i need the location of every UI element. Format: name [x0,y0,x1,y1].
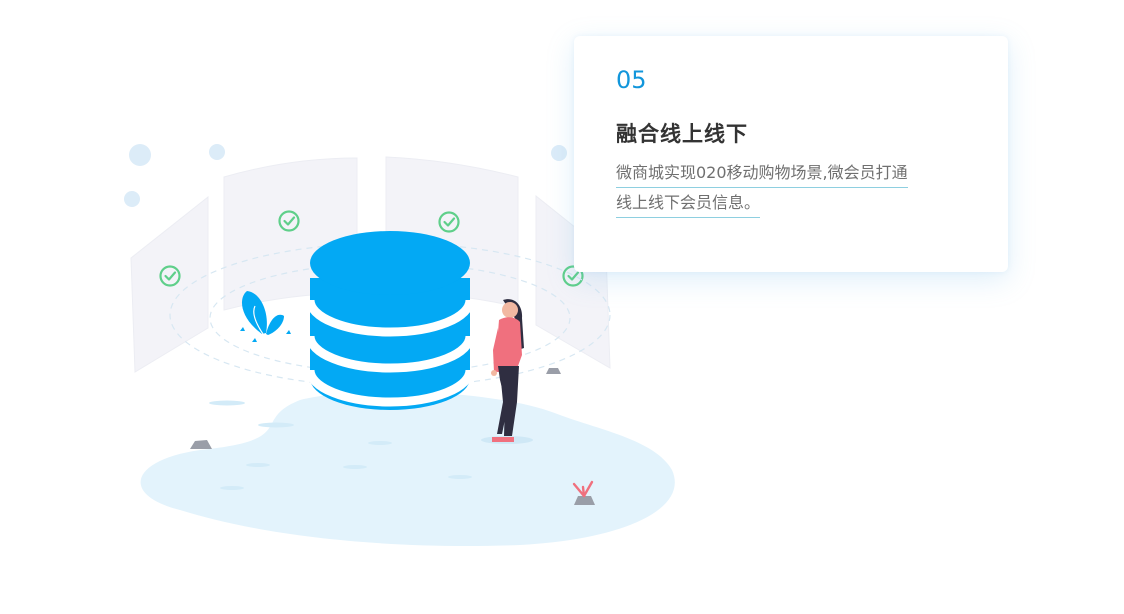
check-circle-icon [438,211,460,233]
feature-description: 微商城实现020移动购物场景,微会员打通 线上线下会员信息。 [616,158,966,218]
ground-shape [140,391,675,546]
check-circle-icon [562,265,584,287]
feature-title: 融合线上线下 [616,122,748,146]
database-icon [305,231,475,410]
description-line: 线上线下会员信息。 [616,188,761,218]
check-circle-icon [159,265,181,287]
feature-number: 05 [616,66,647,94]
rock-icon [574,496,595,505]
feature-card: 05 融合线上线下 微商城实现020移动购物场景,微会员打通 线上线下会员信息。 [574,36,1008,272]
check-circle-icon [278,210,300,232]
floating-dots [124,144,567,207]
flower-icon [572,480,594,498]
person-figure [481,299,533,444]
plant-icon [240,291,291,342]
rock-icon [190,440,212,449]
description-line: 微商城实现020移动购物场景,微会员打通 [616,158,908,188]
rock-icon [546,368,561,374]
ground-marks [209,400,472,490]
